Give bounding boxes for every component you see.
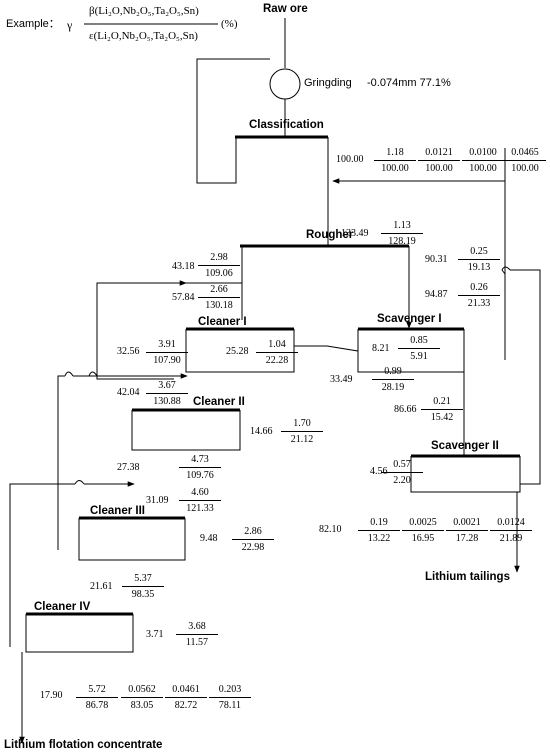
tailings-label: Lithium tailings: [425, 571, 510, 583]
c2-conc-yield: 27.38: [117, 462, 140, 473]
rougher-conc-yield: 43.18: [172, 261, 195, 272]
cleaner1-label: Cleaner I: [198, 316, 247, 328]
example-epsilon: ε(Li₂O,Nb₂O₅,Ta₂O₅,Sn): [89, 30, 198, 42]
cleaner3-label: Cleaner III: [90, 505, 145, 517]
gamma-symbol: γ: [67, 18, 73, 32]
c3-tail-yield: 9.48: [200, 533, 218, 544]
rougher-tail-yield: 94.87: [425, 289, 448, 300]
example-label: Example：: [6, 18, 60, 30]
rougher-feed-yield: 133.49: [341, 228, 369, 239]
c3-feed-yield: 31.09: [146, 495, 169, 506]
grinding-label: Gringding: [304, 77, 352, 89]
s2-return-yield: 33.49: [330, 374, 353, 385]
rougher-label: Rougher: [306, 229, 354, 241]
scavenger1-label: Scavenger I: [377, 313, 442, 325]
c1-conc-yield: 32.56: [117, 346, 140, 357]
example-beta: β(Li₂O,Nb₂O₅,Ta₂O₅,Sn): [89, 5, 199, 17]
concentrate-label: Lithium flotation concentrate: [4, 739, 163, 751]
s1-tail-yield: 86.66: [394, 404, 417, 415]
scavenger2-label: Scavenger II: [431, 440, 499, 452]
c4-tail-yield: 3.71: [146, 629, 164, 640]
cleaner2-label: Cleaner II: [193, 396, 245, 408]
classification-label: Classification: [249, 119, 324, 131]
feed-yield: 100.00: [336, 154, 364, 165]
raw-ore-label: Raw ore: [263, 3, 308, 15]
s1-conc-yield: 8.21: [372, 343, 390, 354]
s2-conc-yield: 4.56: [370, 466, 388, 477]
c2-feed-yield: 42.04: [117, 387, 140, 398]
concentrate-yield: 17.90: [40, 690, 63, 701]
return-s1-yield: 90.31: [425, 254, 448, 265]
example-unit: (%): [221, 18, 238, 30]
c1-tail-yield: 25.28: [226, 346, 249, 357]
c1-feed-yield: 57.84: [172, 292, 195, 303]
c3-conc-yield: 21.61: [90, 581, 113, 592]
cleaner4-label: Cleaner IV: [34, 601, 91, 613]
grinding-mill: [269, 68, 301, 100]
grinding-spec: -0.074mm 77.1%: [367, 77, 451, 89]
c2-tail-yield: 14.66: [250, 426, 273, 437]
tailings-yield: 82.10: [319, 524, 342, 535]
